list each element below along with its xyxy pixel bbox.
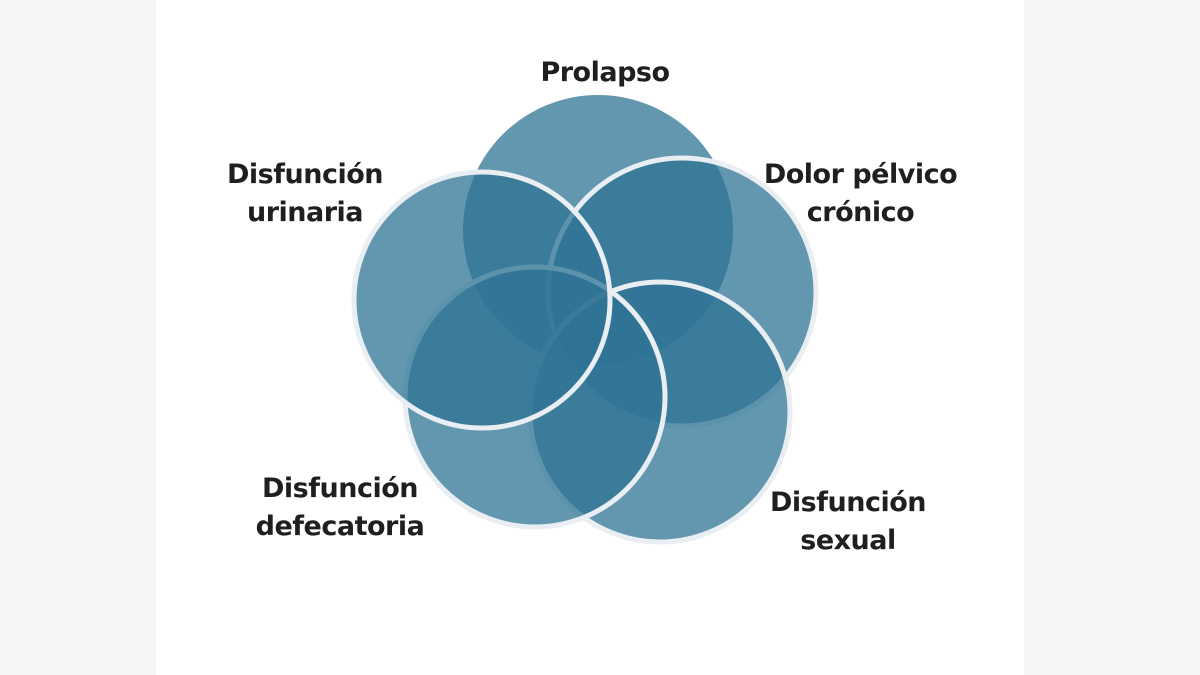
label-prolapso-line1: Prolapso <box>540 57 670 88</box>
label-prolapso: Prolapso <box>505 54 705 92</box>
label-urinaria-line2: urinaria <box>246 197 364 228</box>
label-dolor-line2: crónico <box>806 197 915 228</box>
label-dolor-pelvico-cronico: Dolor pélvico crónico <box>748 156 973 232</box>
label-sexual-line1: Disfunción <box>770 487 926 518</box>
label-defecatoria-line1: Disfunción <box>262 473 418 504</box>
label-defecatoria-line2: defecatoria <box>255 511 425 542</box>
label-disfuncion-sexual: Disfunción sexual <box>748 484 948 560</box>
label-disfuncion-defecatoria: Disfunción defecatoria <box>240 470 440 546</box>
label-urinaria-line1: Disfunción <box>227 159 383 190</box>
circle-disfuncion-urinaria <box>351 169 613 431</box>
label-dolor-line1: Dolor pélvico <box>763 159 958 190</box>
label-disfuncion-urinaria: Disfunción urinaria <box>205 156 405 232</box>
label-sexual-line2: sexual <box>800 525 896 556</box>
circle-group <box>351 95 819 545</box>
